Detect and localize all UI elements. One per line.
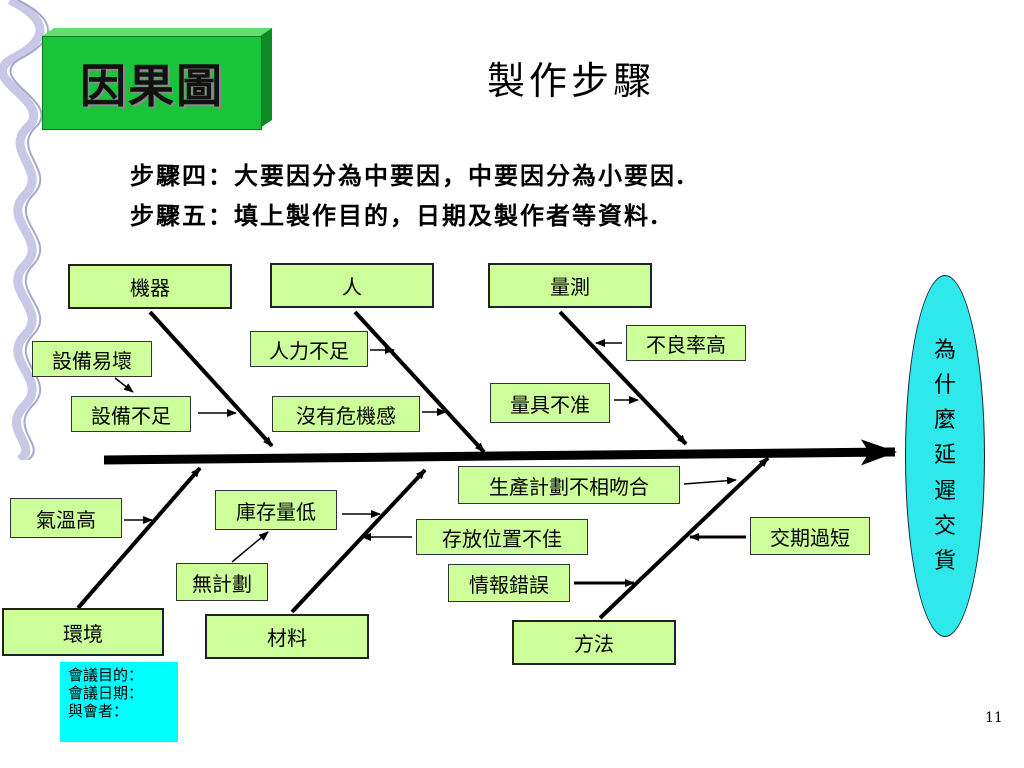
fishbone-spine	[103, 439, 897, 466]
title-block-label: 因果圖	[42, 36, 262, 130]
meeting-attendees: 與會者：	[68, 702, 129, 720]
bone-machine	[148, 310, 274, 448]
bone-material	[290, 468, 427, 614]
category-measure: 量測	[488, 263, 652, 308]
cause-gauge-inaccurate: 量具不准	[490, 383, 610, 423]
meeting-date: 會議日期：	[68, 684, 144, 702]
category-method: 方法	[512, 620, 676, 665]
cause-equip-break: 設備易壞	[32, 341, 152, 377]
meeting-purpose: 會議目的：	[68, 666, 144, 684]
effect-char: 為	[933, 337, 956, 363]
cause-defect-rate: 不良率高	[626, 325, 746, 361]
effect-head: 為 什 麼 延 遲 交 貨	[905, 275, 985, 637]
cause-manpower-short: 人力不足	[250, 331, 368, 367]
arrow-equip-break	[114, 377, 134, 393]
step-five-text: 步驟五：填上製作目的，日期及製作者等資料.	[130, 201, 661, 230]
bone-people	[353, 310, 486, 454]
effect-char: 延	[933, 443, 956, 469]
step-four-text: 步驟四：大要因分為中要因，中要因分為小要因.	[130, 161, 687, 190]
slide-heading: 製作步驟	[487, 59, 656, 103]
title-block-bevel	[42, 28, 272, 128]
category-material: 材料	[205, 614, 369, 659]
effect-char: 遲	[933, 478, 956, 504]
arrow-plan-mismatch	[683, 476, 737, 485]
bone-environment	[76, 466, 202, 610]
cause-info-error: 情報錯誤	[448, 564, 570, 602]
bone-measure	[558, 310, 688, 446]
category-environment: 環境	[2, 608, 164, 656]
cause-temp-high: 氣溫高	[10, 498, 122, 538]
cause-equip-short: 設備不足	[71, 396, 191, 432]
bone-method	[598, 456, 770, 620]
cause-plan-mismatch: 生產計劃不相吻合	[458, 466, 680, 504]
title-block: 因果圖	[42, 28, 272, 130]
cause-stock-low: 庫存量低	[215, 490, 337, 530]
effect-char: 貨	[933, 548, 956, 574]
effect-char: 什	[933, 373, 956, 399]
category-people: 人	[270, 263, 434, 308]
effect-char: 交	[933, 513, 956, 539]
effect-char: 麼	[933, 408, 956, 434]
cause-no-crisis: 沒有危機感	[272, 396, 420, 432]
decorative-ribbon	[0, 0, 49, 460]
cause-no-plan: 無計劃	[176, 563, 268, 601]
page-number: 11	[985, 710, 1003, 726]
arrow-no-plan	[231, 531, 269, 563]
category-machine: 機器	[68, 264, 232, 309]
cause-storage-bad: 存放位置不佳	[416, 519, 588, 555]
cause-due-short: 交期過短	[750, 517, 870, 555]
meeting-note: 會議目的： 會議日期： 與會者：	[60, 662, 178, 742]
